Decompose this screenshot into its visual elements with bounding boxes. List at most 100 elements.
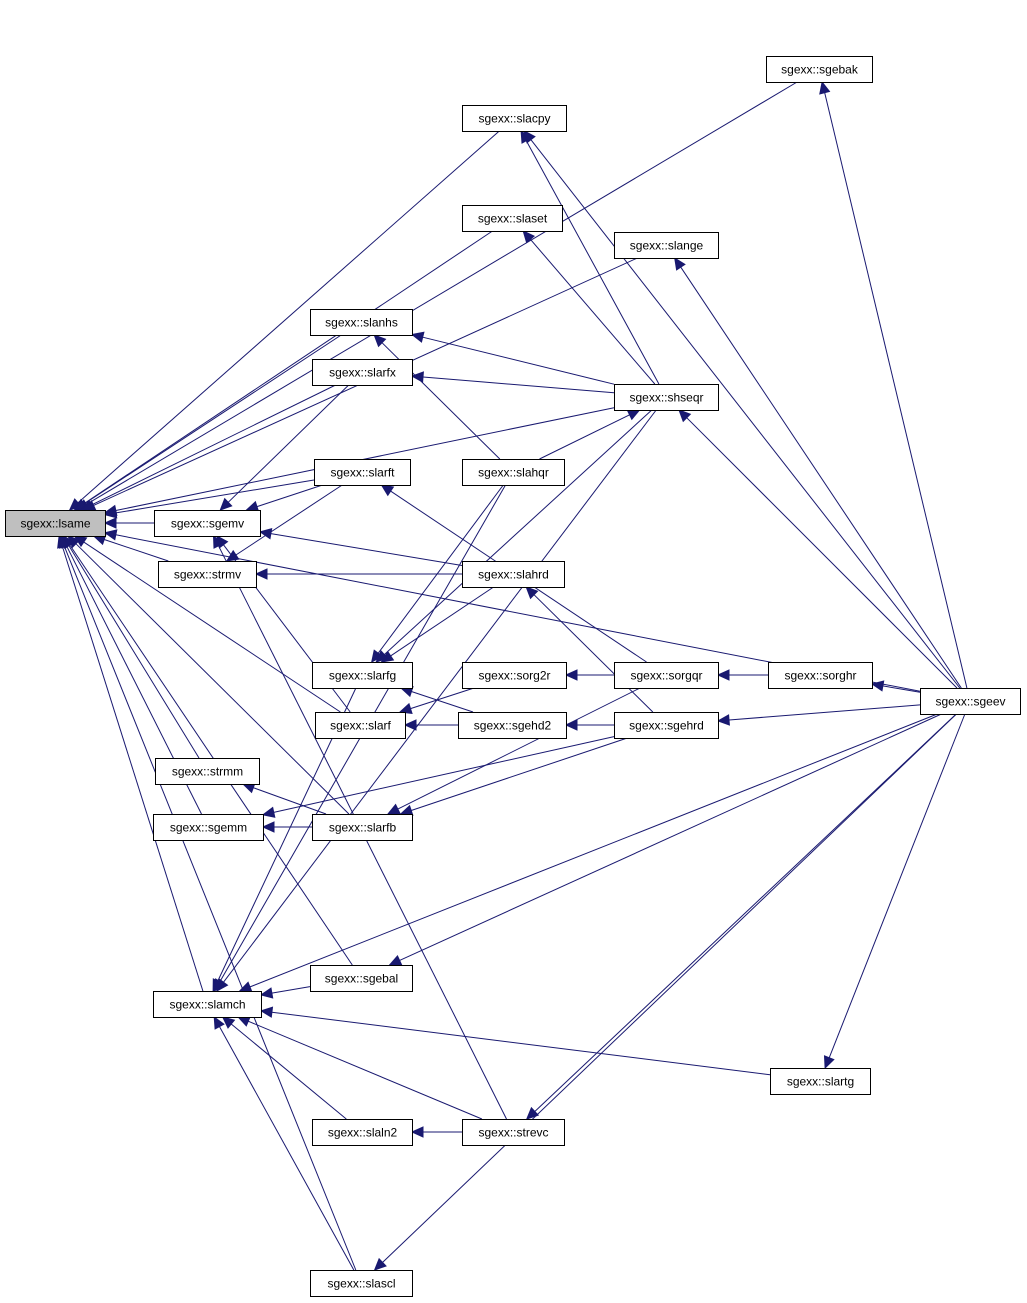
node-label: sgexx::lsame: [20, 517, 90, 531]
node-sgebak[interactable]: sgexx::sgebak: [766, 56, 873, 83]
edge-sgebak-to-lsame: [75, 81, 798, 511]
arrowhead: [373, 1257, 387, 1271]
node-slarfg[interactable]: sgexx::slarfg: [312, 662, 413, 689]
node-sgeev[interactable]: sgexx::sgeev: [920, 688, 1021, 715]
node-box: [5, 510, 106, 537]
node-label: sgexx::slaset: [478, 212, 548, 226]
edge-sgebal-to-lsame: [63, 535, 353, 966]
edge-line: [86, 81, 798, 505]
edge-sorg2r-to-slarf: [398, 687, 475, 714]
edge-sgeev-to-slacpy: [523, 130, 961, 689]
edge-shseqr-to-slarfx: [410, 371, 615, 394]
arrowhead: [523, 130, 536, 144]
node-box: [462, 662, 567, 689]
edge-line: [530, 139, 961, 689]
arrowhead: [525, 586, 539, 600]
edge-line: [397, 687, 641, 810]
node-label: sgexx::slarft: [330, 466, 395, 480]
edge-sorgqr-to-slarfb: [386, 687, 641, 815]
edge-line: [530, 238, 656, 385]
edge-line: [115, 479, 315, 514]
node-box: [462, 205, 563, 232]
edge-shseqr-to-slanhs: [410, 331, 615, 385]
edge-line: [422, 376, 615, 394]
edge-line: [253, 787, 327, 815]
edge-line: [534, 713, 957, 1112]
edge-line: [824, 92, 968, 689]
edge-slartg-to-slamch: [259, 1006, 771, 1076]
node-slahqr[interactable]: sgexx::slahqr: [462, 459, 565, 486]
node-label: sgexx::sgehd2: [474, 719, 552, 733]
node-label: sgexx::sorgqr: [630, 669, 702, 683]
arrowhead: [375, 649, 389, 663]
node-slarfb[interactable]: sgexx::slarfb: [312, 814, 413, 841]
node-label: sgexx::slahqr: [478, 466, 549, 480]
edge-slaln2-to-slamch: [221, 1016, 347, 1120]
edge-shseqr-to-slamch: [216, 409, 657, 992]
edge-layer: [57, 80, 968, 1271]
node-shseqr[interactable]: sgexx::shseqr: [614, 384, 719, 411]
edge-line: [63, 546, 357, 1271]
node-slanhs[interactable]: sgexx::slanhs: [310, 309, 413, 336]
node-box: [155, 758, 260, 785]
node-label: sgexx::slanhs: [325, 316, 398, 330]
node-lsame[interactable]: sgexx::lsame: [5, 510, 106, 537]
edge-line: [686, 417, 958, 689]
edge-line: [422, 336, 615, 385]
edge-line: [383, 409, 653, 655]
edge-line: [249, 713, 938, 988]
edge-sgeev-to-sorghr: [870, 680, 921, 693]
arrowhead: [626, 409, 641, 421]
node-strmm[interactable]: sgexx::strmm: [155, 758, 260, 785]
node-sorghr[interactable]: sgexx::sorghr: [768, 662, 873, 689]
node-slarf[interactable]: sgexx::slarf: [315, 712, 406, 739]
node-sgehrd[interactable]: sgexx::sgehrd: [614, 712, 719, 739]
arrowhead: [819, 80, 831, 95]
node-slarft[interactable]: sgexx::slarft: [314, 459, 411, 486]
node-label: sgexx::slaln2: [328, 1126, 398, 1140]
node-box: [153, 991, 262, 1018]
node-sorg2r[interactable]: sgexx::sorg2r: [462, 662, 567, 689]
edge-sgemv-to-lsame: [103, 517, 154, 529]
node-slaset[interactable]: sgexx::slaset: [462, 205, 563, 232]
node-slartg[interactable]: sgexx::slartg: [770, 1068, 871, 1095]
node-slacpy[interactable]: sgexx::slacpy: [462, 105, 567, 132]
arrowhead: [213, 1015, 225, 1030]
edge-sgeev-to-slartg: [823, 713, 966, 1070]
node-strmv[interactable]: sgexx::strmv: [158, 561, 257, 588]
arrowhead: [564, 719, 578, 731]
node-slahrd[interactable]: sgexx::slahrd: [462, 561, 565, 588]
edge-slarft-to-lsame: [103, 479, 315, 519]
edge-line: [271, 986, 311, 994]
arrowhead: [225, 549, 240, 562]
edge-slascl-to-slamch: [213, 1015, 355, 1271]
node-box: [920, 688, 1021, 715]
node-label: sgexx::slange: [630, 239, 704, 253]
edge-line: [525, 140, 660, 385]
node-box: [312, 1119, 413, 1146]
arrowhead: [564, 669, 578, 681]
node-sgemv[interactable]: sgexx::sgemv: [154, 510, 261, 537]
arrowhead: [103, 517, 117, 529]
node-sorgqr[interactable]: sgexx::sorgqr: [614, 662, 719, 689]
edge-line: [69, 544, 353, 966]
node-strevc[interactable]: sgexx::strevc: [462, 1119, 565, 1146]
node-slaln2[interactable]: sgexx::slaln2: [312, 1119, 413, 1146]
node-sgebal[interactable]: sgexx::sgebal: [310, 965, 413, 992]
node-box: [614, 232, 719, 259]
edge-line: [83, 334, 342, 505]
node-label: sgexx::strmv: [174, 568, 241, 582]
arrowhead: [403, 719, 417, 731]
node-sgehd2[interactable]: sgexx::sgehd2: [458, 712, 567, 739]
node-slarfx[interactable]: sgexx::slarfx: [312, 359, 413, 386]
edge-slacpy-to-lsame: [68, 130, 500, 511]
edge-sgehrd-to-slahrd: [525, 586, 654, 713]
node-slange[interactable]: sgexx::slange: [614, 232, 719, 259]
node-box: [314, 459, 411, 486]
node-label: sgexx::slamch: [169, 998, 245, 1012]
node-slamch[interactable]: sgexx::slamch: [153, 991, 262, 1018]
edge-line: [248, 1020, 483, 1120]
node-slascl[interactable]: sgexx::slascl: [310, 1270, 413, 1297]
node-sgemm[interactable]: sgexx::sgemm: [153, 814, 264, 841]
